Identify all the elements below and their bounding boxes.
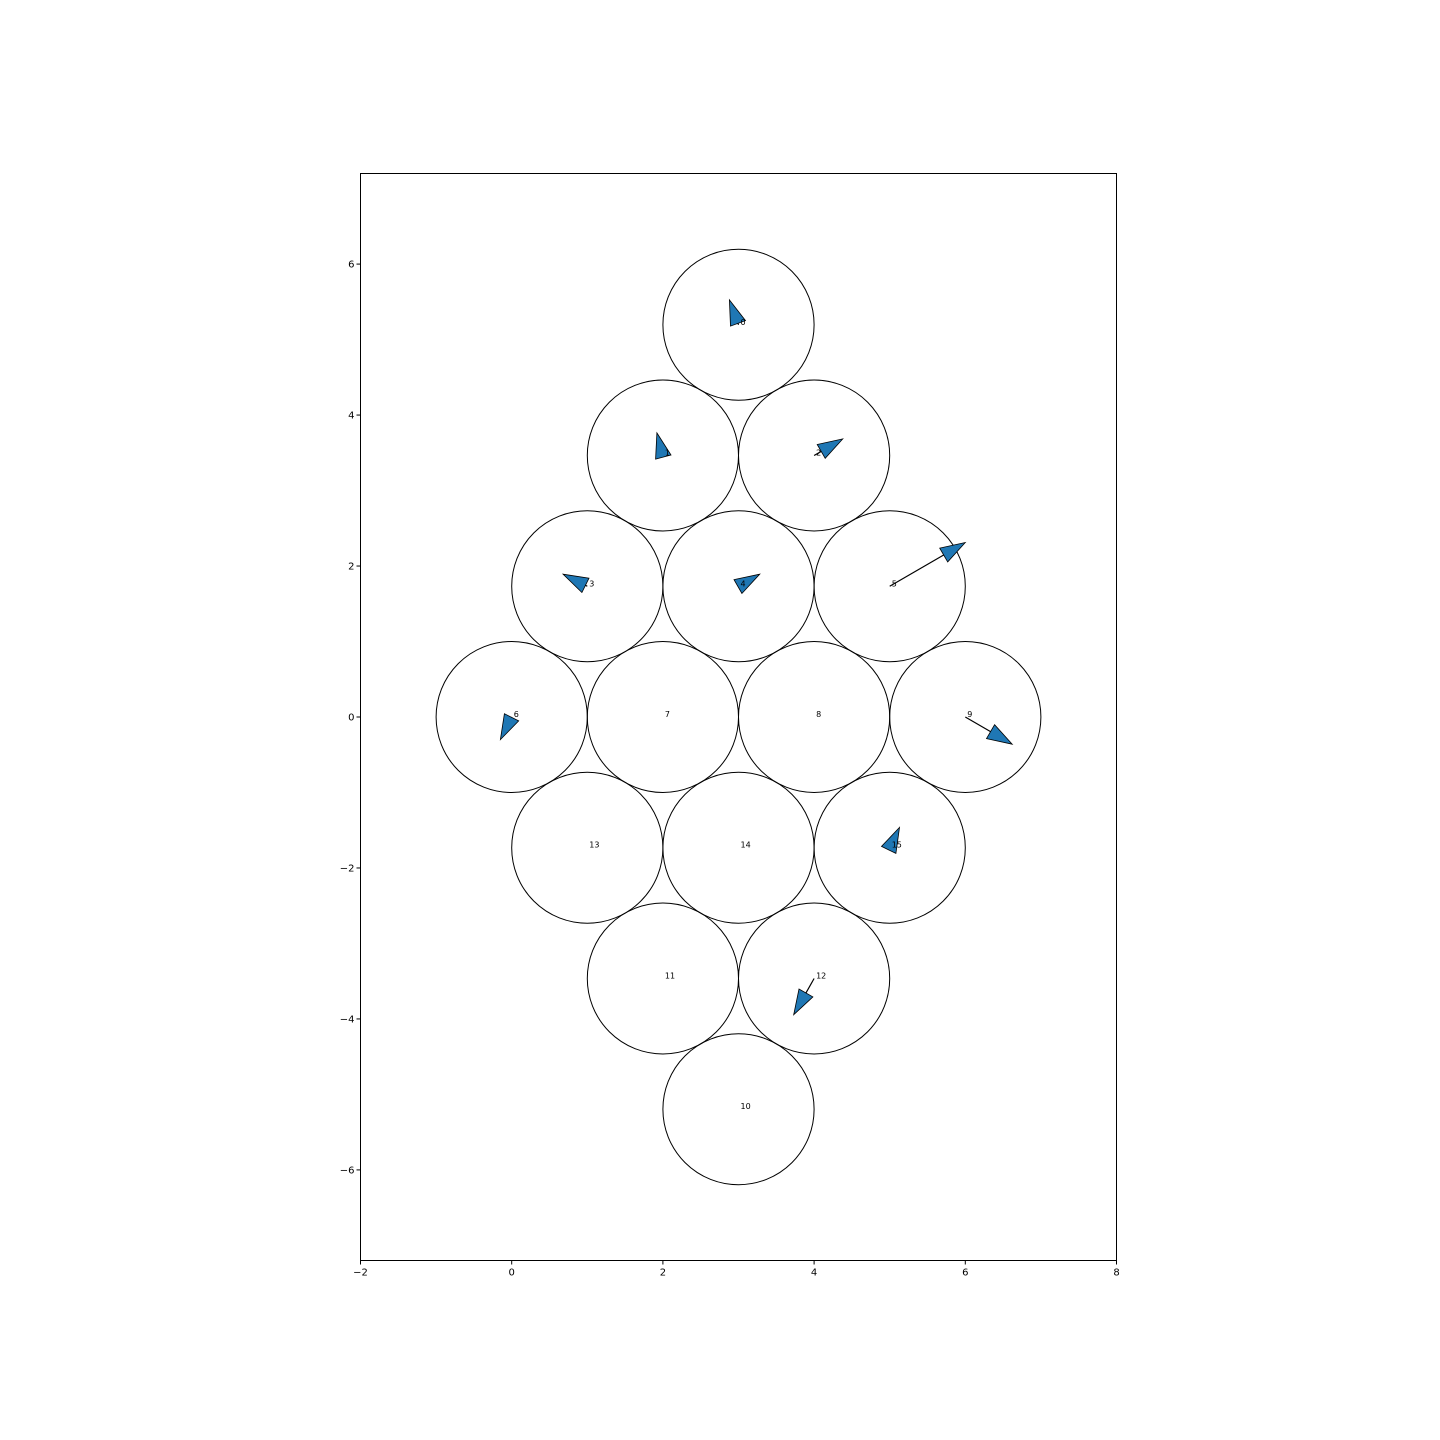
node-circle-15: [813, 771, 966, 924]
node-label-7: 7: [665, 710, 670, 719]
axis-ticks: −2 0 2 4 6 8 −6 −4 −2 0 2 4 6: [340, 260, 1120, 1279]
node-arrows: [499, 298, 1014, 1016]
x-tick-label-4: 6: [962, 1268, 968, 1279]
arrow-head-15: [880, 826, 901, 855]
arrow-head-6: [499, 713, 520, 741]
node-circle-9: [889, 641, 1042, 793]
arrow-head-9: [985, 724, 1014, 745]
node-label-0: 0: [741, 318, 746, 327]
arrow-head-0: [728, 298, 747, 327]
node-label-5: 5: [892, 579, 897, 588]
node-label-15: 15: [892, 841, 902, 850]
y-tick-label-0: −6: [340, 1165, 355, 1176]
arrow-head-12: [793, 988, 814, 1016]
node-circle-5: [813, 510, 966, 663]
node-circles: [435, 248, 1042, 1186]
y-tick-label-4: 2: [348, 562, 354, 573]
node-label-2: 2: [816, 449, 821, 458]
node-label-10: 10: [741, 1102, 751, 1111]
node-label-8: 8: [816, 710, 821, 719]
y-tick-label-5: 4: [348, 411, 354, 422]
node-label-13: 13: [589, 841, 599, 850]
arrow-shaft-2: [813, 450, 822, 457]
arrow-head-5: [939, 541, 967, 563]
y-tick-label-3: 0: [348, 713, 354, 724]
node-circle-12: [738, 902, 891, 1055]
node-circle-10: [662, 1033, 815, 1186]
node-label-14: 14: [741, 841, 751, 850]
node-label-3: 3: [589, 579, 594, 588]
arrow-shaft-9: [964, 716, 991, 733]
x-tick-label-1: 0: [509, 1268, 515, 1279]
node-label-9: 9: [967, 710, 972, 719]
y-tick-label-6: 6: [348, 260, 354, 271]
node-circle-0: [662, 248, 815, 401]
node-label-1: 1: [665, 449, 670, 458]
x-tick-label-2: 2: [660, 1268, 666, 1279]
x-tick-label-5: 8: [1113, 1268, 1119, 1279]
node-label-11: 11: [665, 971, 675, 980]
y-tick-label-1: −4: [340, 1014, 355, 1025]
node-label-6: 6: [514, 710, 519, 719]
y-tick-label-2: −2: [340, 863, 355, 874]
x-tick-label-3: 4: [811, 1268, 817, 1279]
arrow-head-2: [816, 438, 844, 459]
node-label-4: 4: [741, 579, 746, 588]
node-label-12: 12: [816, 971, 826, 980]
x-tick-label-0: −2: [353, 1268, 368, 1279]
arrow-head-1: [655, 431, 672, 460]
arrow-shaft-5: [889, 554, 944, 587]
arrow-shaft-12: [805, 978, 815, 994]
arrow-head-4: [733, 573, 761, 595]
node-circle-2: [738, 379, 891, 532]
arrow-head-3: [561, 573, 590, 594]
